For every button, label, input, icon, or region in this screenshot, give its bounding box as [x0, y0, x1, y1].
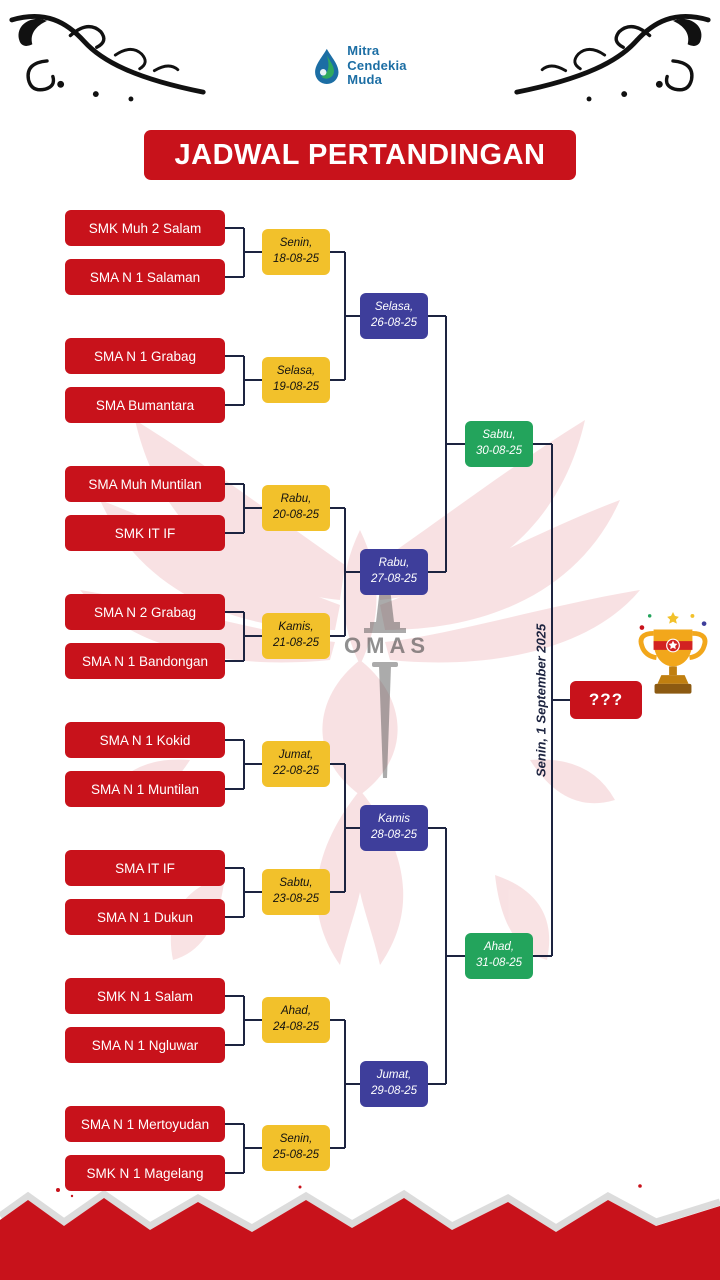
- date-day: Sabtu,: [279, 877, 313, 890]
- round1-date-box: Ahad, 24-08-25: [262, 997, 330, 1043]
- date-value: 28-08-25: [370, 829, 418, 841]
- brand-name: Mitra Cendekia Muda: [347, 43, 407, 88]
- date-value: 22-08-25: [272, 765, 320, 777]
- brand-logo: Mitra Cendekia Muda: [313, 43, 407, 88]
- team-box: SMA N 1 Grabag: [65, 338, 225, 374]
- brand-line-1: Mitra: [347, 43, 380, 58]
- team-box: SMA N 1 Dukun: [65, 899, 225, 935]
- round2-date-box: Selasa, 26-08-25: [360, 293, 428, 339]
- team-box: SMK N 1 Magelang: [65, 1155, 225, 1191]
- team-box: SMA N 1 Muntilan: [65, 771, 225, 807]
- team-box: SMA N 2 Grabag: [65, 594, 225, 630]
- date-day: Senin,: [279, 237, 313, 250]
- date-value: 29-08-25: [370, 1085, 418, 1097]
- team-box: SMA IT IF: [65, 850, 225, 886]
- date-value: 20-08-25: [272, 509, 320, 521]
- brand-line-3: Muda: [347, 72, 383, 88]
- flourish-ornament-right: [514, 14, 711, 102]
- final-placeholder: ???: [588, 690, 624, 709]
- date-day: Kamis,: [278, 621, 314, 634]
- team-box: SMA N 1 Salaman: [65, 259, 225, 295]
- round1-date-box: Senin, 18-08-25: [262, 229, 330, 275]
- round2-date-box: Kamis 28-08-25: [360, 805, 428, 851]
- date-value: 21-08-25: [272, 637, 320, 649]
- date-value: 24-08-25: [272, 1021, 320, 1033]
- emblem-watermark-text: OMAS: [344, 633, 430, 658]
- round2-date-box: Jumat, 29-08-25: [360, 1061, 428, 1107]
- torn-paper-edge: [0, 1183, 720, 1280]
- team-box: SMA N 1 Mertoyudan: [65, 1106, 225, 1142]
- emblem-watermark-icon: [364, 588, 406, 778]
- team-box: SMA N 1 Bandongan: [65, 643, 225, 679]
- date-day: Kamis: [378, 813, 410, 826]
- page-title: JADWAL PERTANDINGAN: [174, 138, 546, 171]
- round2-date-box: Rabu, 27-08-25: [360, 549, 428, 595]
- date-value: 27-08-25: [370, 573, 418, 585]
- water-drop-icon: [315, 48, 339, 84]
- date-day: Rabu,: [280, 493, 312, 506]
- date-day: Selasa,: [276, 365, 316, 378]
- round1-date-box: Selasa, 19-08-25: [262, 357, 330, 403]
- team-box: SMA N 1 Ngluwar: [65, 1027, 225, 1063]
- date-value: 31-08-25: [475, 957, 523, 969]
- title-banner: JADWAL PERTANDINGAN: [144, 130, 576, 180]
- team-box: SMA Muh Muntilan: [65, 466, 225, 502]
- round1-date-box: Jumat, 22-08-25: [262, 741, 330, 787]
- team-box: SMK N 1 Salam: [65, 978, 225, 1014]
- date-day: Ahad,: [483, 941, 515, 954]
- team-box: SMK IT IF: [65, 515, 225, 551]
- date-day: Selasa,: [374, 301, 414, 314]
- date-day: Jumat,: [278, 749, 314, 762]
- round3-date-box: Ahad, 31-08-25: [465, 933, 533, 979]
- date-day: Sabtu,: [482, 429, 516, 442]
- date-value: 26-08-25: [370, 317, 418, 329]
- date-value: 18-08-25: [272, 253, 320, 265]
- final-winner-box: ???: [570, 681, 642, 719]
- round1-date-box: Kamis, 21-08-25: [262, 613, 330, 659]
- date-day: Jumat,: [376, 1069, 412, 1082]
- date-value: 30-08-25: [475, 445, 523, 457]
- date-day: Senin,: [279, 1133, 313, 1146]
- team-box: SMK Muh 2 Salam: [65, 210, 225, 246]
- date-value: 19-08-25: [272, 381, 320, 393]
- round1-date-box: Rabu, 20-08-25: [262, 485, 330, 531]
- flourish-ornament-left: [9, 14, 206, 102]
- brand-line-2: Cendekia: [347, 57, 407, 73]
- trophy-icon: [638, 612, 708, 694]
- round1-date-box: Sabtu, 23-08-25: [262, 869, 330, 915]
- round1-date-box: Senin, 25-08-25: [262, 1125, 330, 1171]
- date-value: 25-08-25: [272, 1149, 320, 1161]
- date-value: 23-08-25: [272, 893, 320, 905]
- final-date-vertical: Senin, 1 September 2025: [533, 623, 549, 777]
- team-box: SMA Bumantara: [65, 387, 225, 423]
- date-day: Rabu,: [378, 557, 410, 570]
- date-day: Ahad,: [280, 1005, 312, 1018]
- team-box: SMA N 1 Kokid: [65, 722, 225, 758]
- round3-date-box: Sabtu, 30-08-25: [465, 421, 533, 467]
